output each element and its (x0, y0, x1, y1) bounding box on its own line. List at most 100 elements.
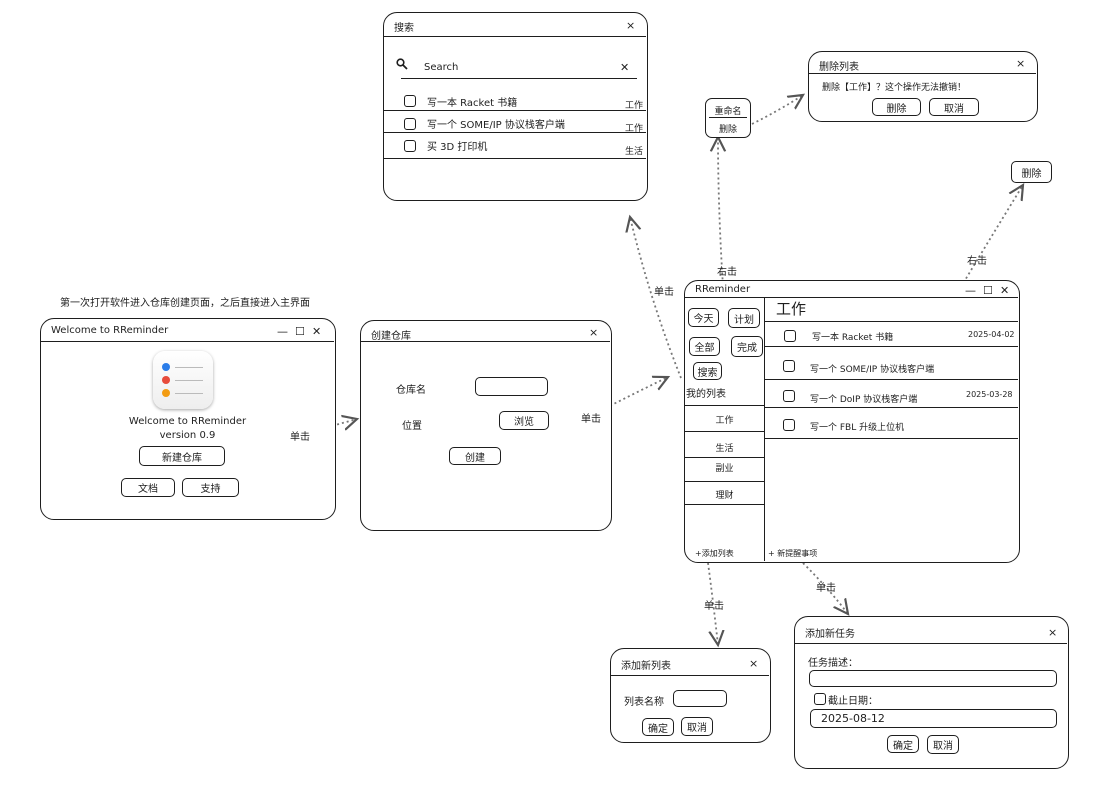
confirm-delete-button[interactable]: 删除 (872, 98, 921, 116)
list-item-finance[interactable]: 理财 (715, 491, 734, 501)
arrow-newtask-to-dialog (802, 562, 848, 614)
ok-button[interactable]: 确定 (887, 735, 919, 753)
search-button[interactable]: 搜索 (693, 362, 722, 380)
due-date-checkbox[interactable] (814, 693, 826, 705)
close-icon[interactable]: × (1048, 626, 1058, 639)
task-desc-input[interactable] (809, 670, 1057, 687)
clear-icon[interactable]: ✕ (620, 61, 630, 74)
create-button[interactable]: 创建 (449, 447, 501, 465)
filter-planned-button[interactable]: 计划 (728, 308, 760, 328)
browse-button[interactable]: 浏览 (499, 411, 549, 430)
close-icon[interactable]: ✕ (312, 325, 322, 338)
close-icon[interactable]: × (1016, 57, 1026, 70)
welcome-window-title: Welcome to RReminder (51, 325, 169, 336)
result-tag: 生活 (625, 147, 644, 157)
new-repo-button[interactable]: 新建仓库 (139, 446, 225, 466)
due-date-label: 截止日期： (828, 696, 878, 707)
create-repo-window: 创建仓库 × 仓库名 位置 浏览 创建 (360, 320, 612, 531)
ok-button[interactable]: 确定 (642, 718, 674, 736)
title-divider (361, 341, 610, 342)
task-date: 2025-03-28 (966, 390, 1013, 399)
cancel-button[interactable]: 取消 (927, 735, 959, 754)
welcome-window: Welcome to RReminder — ☐ ✕ Welcome to RR… (40, 318, 336, 520)
list-title: 工作 (776, 300, 807, 318)
app-logo-icon (153, 351, 213, 409)
result-tag: 工作 (625, 101, 644, 111)
result-tag: 工作 (625, 124, 644, 134)
rename-menu-item[interactable]: 重命名 (714, 107, 742, 117)
close-icon[interactable]: × (626, 19, 636, 32)
add-list-dialog: 添加新列表 × 列表名称 确定 取消 (610, 648, 771, 743)
checkbox[interactable] (404, 95, 416, 107)
my-lists-label: 我的列表 (686, 389, 726, 400)
row-divider (384, 110, 646, 111)
support-button[interactable]: 支持 (182, 478, 239, 497)
docs-button[interactable]: 文档 (121, 478, 175, 497)
first-run-note: 第一次打开软件进入仓库创建页面，之后直接进入主界面 (60, 298, 310, 309)
maximize-icon[interactable]: ☐ (983, 284, 993, 297)
list-item-side-job[interactable]: 副业 (715, 464, 734, 474)
filter-today-button[interactable]: 今天 (688, 308, 719, 327)
filter-done-button[interactable]: 完成 (731, 336, 763, 357)
delete-warning-message: 删除【工作】？这个操作无法撤销！ (822, 83, 967, 93)
add-list-button[interactable]: +添加列表 (695, 549, 734, 558)
task-delete-menu-item[interactable]: 删除 (1011, 161, 1052, 183)
list-item-life[interactable]: 生活 (715, 444, 734, 454)
list-name-input[interactable] (673, 690, 727, 707)
lists-divider (685, 457, 764, 458)
search-window-title: 搜索 (394, 23, 414, 34)
title-divider (809, 73, 1036, 74)
maximize-icon[interactable]: ☐ (295, 325, 305, 338)
cancel-button[interactable]: 取消 (929, 98, 979, 116)
task-divider (764, 379, 1018, 380)
search-underline (401, 78, 637, 79)
task-checkbox[interactable] (783, 390, 795, 402)
due-date-input[interactable]: 2025-08-12 (810, 709, 1057, 728)
task-text[interactable]: 写一本 Racket 书籍 (812, 333, 894, 343)
task-checkbox[interactable] (783, 419, 795, 431)
click-label: 单击 (704, 601, 724, 612)
lists-divider (685, 405, 764, 406)
close-icon[interactable]: × (749, 657, 759, 670)
search-window: 搜索 × Search ✕ 写一本 Racket 书籍 工作 写一个 SOME/… (383, 12, 648, 201)
result-text: 买 3D 打印机 (427, 142, 488, 153)
list-name-label: 列表名称 (624, 697, 664, 708)
minimize-icon[interactable]: — (965, 284, 976, 297)
title-divider (611, 675, 769, 676)
task-date: 2025-04-02 (968, 330, 1015, 339)
new-task-button[interactable]: + 新提醒事项 (768, 549, 818, 558)
checkbox[interactable] (404, 140, 416, 152)
delete-list-dialog: 删除列表 × 删除【工作】？这个操作无法撤销！ 删除 取消 (808, 51, 1038, 122)
row-divider (384, 132, 646, 133)
add-task-dialog: 添加新任务 × 任务描述： 截止日期： 2025-08-12 确定 取消 (794, 616, 1069, 769)
task-checkbox[interactable] (783, 360, 795, 372)
list-item-work[interactable]: 工作 (715, 416, 734, 426)
filter-all-button[interactable]: 全部 (689, 337, 720, 356)
task-text[interactable]: 写一个 SOME/IP 协议栈客户端 (810, 365, 935, 375)
checkbox[interactable] (404, 118, 416, 130)
task-text[interactable]: 写一个 DoIP 协议栈客户端 (810, 395, 918, 405)
header-divider (764, 321, 1018, 322)
title-divider (685, 297, 1018, 298)
row-divider (384, 158, 646, 159)
close-icon[interactable]: ✕ (1000, 284, 1010, 297)
task-text[interactable]: 写一个 FBL 升级上位机 (810, 423, 905, 433)
minimize-icon[interactable]: — (277, 325, 288, 338)
cancel-button[interactable]: 取消 (681, 717, 713, 736)
delete-menu-item[interactable]: 删除 (718, 125, 737, 135)
search-input[interactable]: Search (424, 62, 459, 73)
click-label: 单击 (290, 432, 310, 443)
task-divider (764, 407, 1018, 408)
lists-divider (685, 431, 764, 432)
list-context-menu: 重命名 删除 (705, 98, 751, 138)
main-window: RReminder — ☐ ✕ 今天 计划 全部 完成 搜索 我的列表 工作 生… (684, 280, 1020, 563)
menu-divider (709, 117, 747, 118)
location-label: 位置 (402, 421, 422, 432)
task-checkbox[interactable] (784, 330, 796, 342)
result-text: 写一本 Racket 书籍 (427, 98, 518, 109)
repo-name-input[interactable] (475, 377, 548, 396)
create-repo-title: 创建仓库 (371, 331, 411, 342)
title-divider (384, 36, 646, 37)
close-icon[interactable]: × (589, 326, 599, 339)
arrow-contextmenu-to-delete (751, 95, 803, 125)
